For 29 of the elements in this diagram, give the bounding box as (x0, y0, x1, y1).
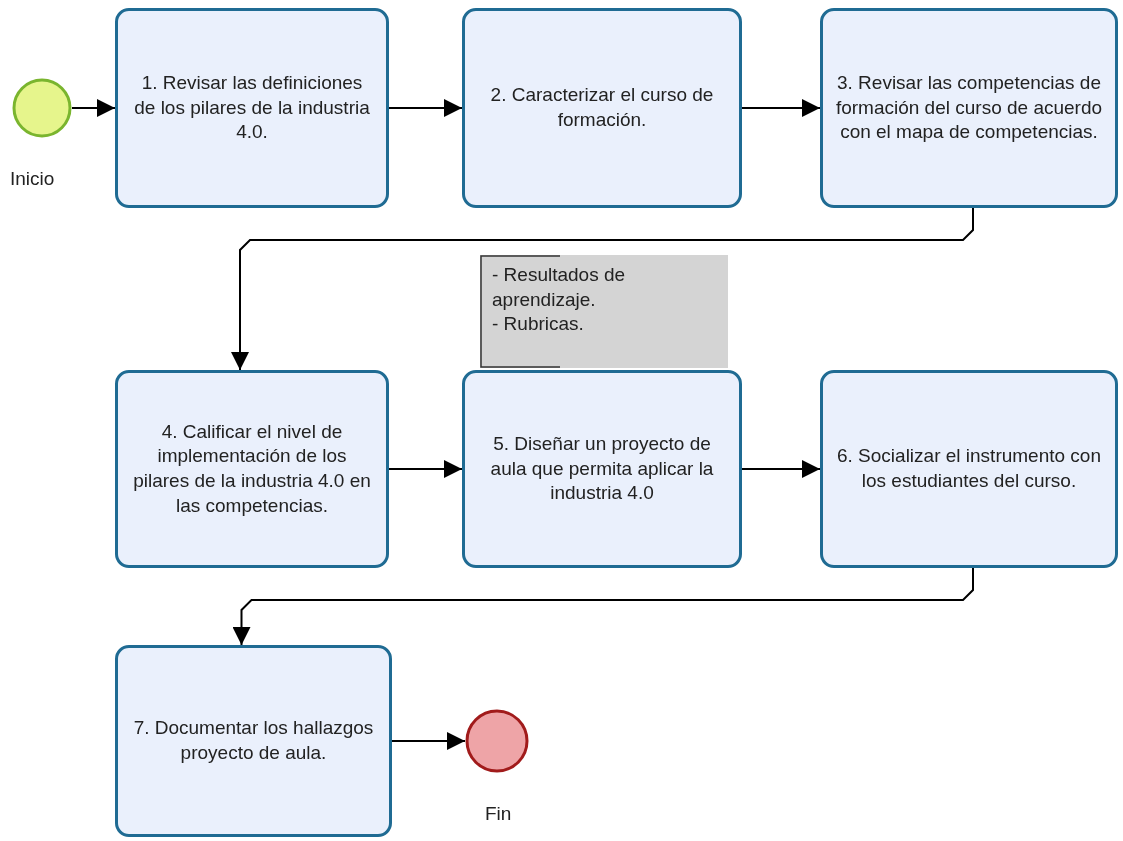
arrow (741, 99, 821, 117)
arrow (232, 567, 974, 646)
arrow (71, 99, 116, 117)
task-box (820, 8, 1118, 208)
event-label: Fin (485, 803, 512, 825)
arrow (231, 207, 974, 371)
task-box (115, 370, 389, 568)
end-event-circle (465, 709, 529, 773)
text-annotation (480, 255, 728, 368)
task-box (115, 8, 389, 208)
annotation-text: - Resultados de aprendizaje. (492, 263, 627, 312)
start-event-circle (12, 78, 72, 138)
task-label: 6. Socializar el instrumento con los estudiantes del curso. (836, 444, 1102, 493)
arrow (391, 732, 466, 750)
task-label: 2. Caracterizar el curso de formación. (489, 83, 715, 132)
task-label: 7. Documentar los hallazgos proyecto de aula. (132, 716, 375, 765)
task-label: 3. Revisar las competencias de formación del curso de acuerdo con el mapa de competencias. (835, 70, 1103, 145)
task-box (462, 8, 742, 208)
annotation-text: - Rubricas. (492, 312, 585, 337)
arrow (388, 99, 463, 117)
task-box (115, 645, 392, 837)
task-box (820, 370, 1118, 568)
task-box (462, 370, 742, 568)
task-label: 4. Calificar el nivel de implementación de los pilares de la industria 4.0 en las competencias. (132, 419, 372, 518)
task-label: 1. Revisar las definiciones de los pilares de la industria 4.0. (133, 70, 371, 145)
arrow (741, 460, 821, 478)
arrow (388, 460, 463, 478)
task-label: 5. Diseñar un proyecto de aula que permita aplicar la industria 4.0 (489, 431, 715, 506)
event-label: Inicio (10, 168, 55, 190)
